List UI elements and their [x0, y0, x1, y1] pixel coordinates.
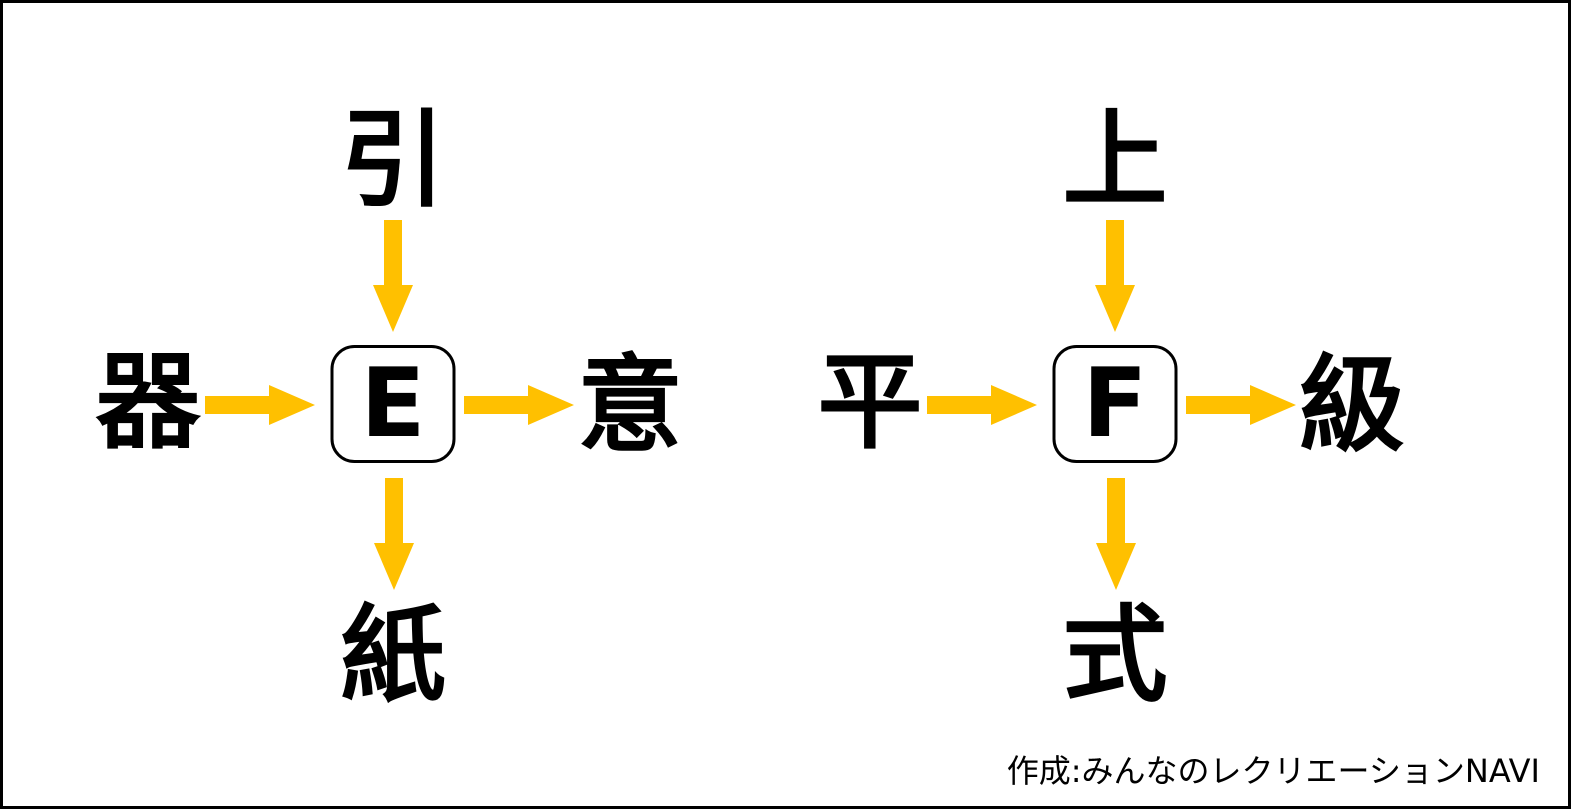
puzzle-f-center-box: F — [1052, 345, 1178, 463]
arrow-down-icon — [373, 220, 413, 332]
arrow-down-icon — [1095, 220, 1135, 332]
arrow-right-icon — [464, 385, 574, 425]
puzzle-e-right-kanji: 意 — [577, 344, 683, 467]
arrow-down-icon — [1096, 478, 1136, 590]
puzzle-f-top-kanji: 上 — [1062, 99, 1168, 222]
puzzle-f-right-kanji: 級 — [1299, 344, 1405, 467]
arrow-right-shape — [927, 385, 1037, 425]
arrow-right-shape — [205, 385, 315, 425]
credit-text: 作成:みんなのレクリエーションNAVI — [1006, 751, 1540, 790]
arrow-right-icon — [1186, 385, 1296, 425]
arrow-right-shape — [464, 385, 574, 425]
puzzle-f-center-letter: F — [1082, 348, 1148, 459]
puzzle-f-left-kanji: 平 — [817, 341, 923, 464]
arrow-down-shape — [374, 478, 414, 590]
puzzle-e-left-kanji: 器 — [95, 341, 201, 464]
arrow-right-icon — [205, 385, 315, 425]
arrow-right-icon — [927, 385, 1037, 425]
arrow-down-shape — [373, 220, 413, 332]
puzzle-e-center-letter: E — [360, 348, 426, 459]
puzzle-e-center-box: E — [330, 345, 456, 463]
arrow-down-shape — [1096, 478, 1136, 590]
arrow-right-shape — [1186, 385, 1296, 425]
puzzle-f-bottom-kanji: 式 — [1062, 594, 1168, 717]
arrow-down-shape — [1095, 220, 1135, 332]
arrow-down-icon — [374, 478, 414, 590]
puzzle-e-bottom-kanji: 紙 — [340, 594, 446, 717]
puzzle-e-top-kanji: 引 — [340, 99, 446, 222]
